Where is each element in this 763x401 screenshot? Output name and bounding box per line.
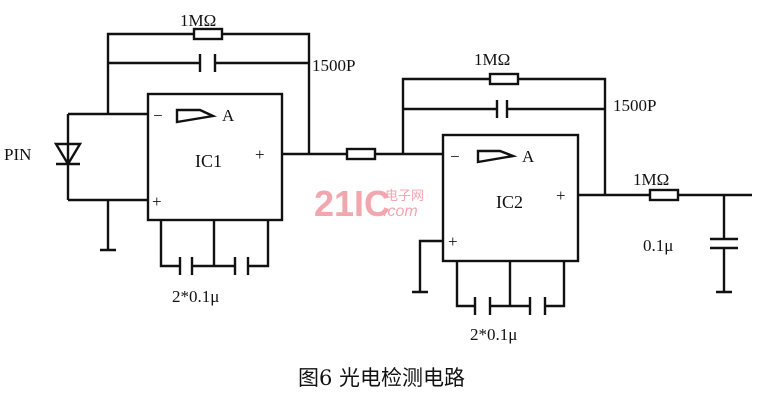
coupling-resistor: [345, 147, 377, 161]
output-resistor: [648, 188, 680, 202]
stage-1: 1MΩ 1500P PIN IC1 − A + + 2*0.1μ: [4, 11, 443, 306]
svg-text:IC2: IC2: [496, 192, 523, 212]
figure-caption: 图6 光电检测电路: [297, 366, 466, 390]
amp-symbol-2: [476, 149, 518, 164]
svg-text:+: +: [448, 232, 458, 251]
pin-photodiode: [53, 142, 83, 167]
svg-text:1500P: 1500P: [613, 96, 656, 115]
decoupling-caps-1: [159, 220, 270, 275]
feedback-resistor-1: [192, 27, 224, 41]
svg-text:1MΩ: 1MΩ: [180, 11, 216, 30]
svg-text:2*0.1μ: 2*0.1μ: [470, 325, 517, 344]
svg-text:+: +: [255, 145, 265, 164]
feedback-capacitor-1: [108, 54, 309, 72]
amp-symbol-1: [175, 108, 218, 124]
svg-text:−: −: [153, 106, 163, 125]
watermark: 21IC 电子网 .com: [314, 183, 424, 224]
svg-text:0.1μ: 0.1μ: [643, 236, 673, 255]
svg-text:1MΩ: 1MΩ: [474, 50, 510, 69]
svg-text:1MΩ: 1MΩ: [633, 170, 669, 189]
svg-text:电子网: 电子网: [385, 189, 424, 204]
svg-text:A: A: [222, 106, 235, 125]
svg-text:.com: .com: [383, 203, 418, 220]
svg-text:IC1: IC1: [195, 151, 222, 171]
feedback-resistor-2: [488, 72, 520, 86]
decoupling-caps-2: [455, 261, 566, 315]
svg-text:−: −: [450, 147, 460, 166]
svg-text:+: +: [556, 186, 566, 205]
stage-2: 1MΩ 1500P IC2 − A + + 1MΩ 0.1μ 2*0.1μ: [401, 50, 752, 344]
svg-text:+: +: [152, 192, 162, 211]
svg-text:2*0.1μ: 2*0.1μ: [172, 287, 219, 306]
svg-text:PIN: PIN: [4, 145, 31, 164]
svg-text:A: A: [522, 147, 535, 166]
feedback-capacitor-2: [403, 100, 605, 118]
svg-text:21IC: 21IC: [314, 183, 390, 224]
svg-text:1500P: 1500P: [312, 56, 355, 75]
